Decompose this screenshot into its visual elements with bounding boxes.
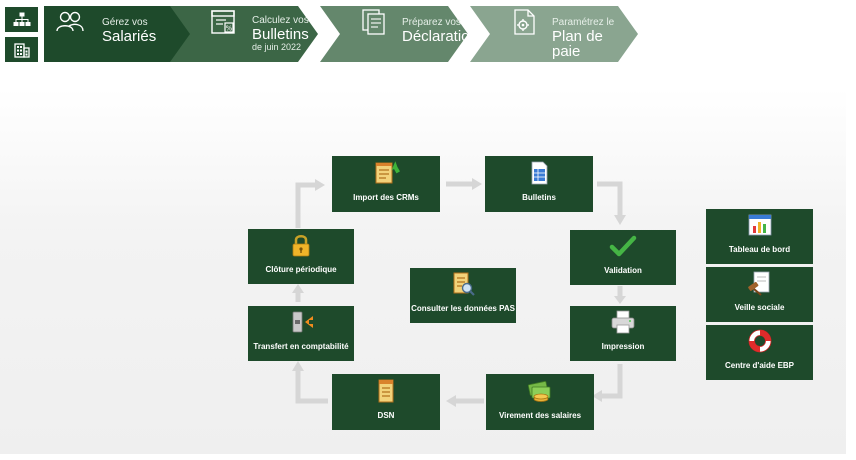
tile-label: Virement des salaires bbox=[498, 411, 582, 420]
step-salaries[interactable]: Gérez vos Salariés bbox=[44, 6, 194, 62]
tile-label: Veille sociale bbox=[734, 303, 785, 312]
virement-tile[interactable]: Virement des salaires bbox=[486, 374, 594, 430]
dsn-document-icon bbox=[378, 379, 394, 403]
tile-label: Import des CRMs bbox=[353, 193, 419, 202]
step-payroll-plan[interactable]: Paramétrez le Plan de paie bbox=[470, 6, 638, 62]
users-icon bbox=[56, 11, 84, 32]
organization-chart-icon bbox=[13, 12, 30, 26]
lifebuoy-icon bbox=[748, 329, 771, 353]
building-icon bbox=[13, 42, 30, 58]
bulletins-tile[interactable]: Bulletins bbox=[485, 156, 593, 212]
organization-chart-button[interactable] bbox=[5, 7, 38, 32]
bulletins-icon bbox=[531, 161, 548, 185]
tile-label: Consulter les données PAS bbox=[411, 304, 515, 313]
step-title: Déclarations bbox=[402, 28, 486, 45]
payroll-cycle-panel: Import des CRMs Bulletins Validation Imp… bbox=[0, 88, 846, 454]
veille-sociale-tile[interactable]: Veille sociale bbox=[706, 267, 813, 322]
step-small-text: Préparez vos bbox=[402, 17, 461, 28]
tableau-de-bord-tile[interactable]: Tableau de bord bbox=[706, 209, 813, 264]
declarations-icon bbox=[362, 9, 385, 35]
transfert-tile[interactable]: Transfert en comptabilité bbox=[248, 306, 354, 361]
dashboard-chart-icon bbox=[748, 214, 771, 236]
step-title: Plan de paie bbox=[552, 28, 603, 60]
tile-label: Bulletins bbox=[522, 193, 556, 202]
centre-aide-tile[interactable]: Centre d'aide EBP bbox=[706, 325, 813, 380]
step-small-text: Calculez vos bbox=[252, 15, 309, 26]
gavel-document-icon bbox=[747, 271, 769, 296]
tile-label: Tableau de bord bbox=[728, 245, 791, 254]
tile-label: Clôture périodique bbox=[265, 265, 337, 274]
step-title: Salariés bbox=[102, 28, 157, 45]
step-declarations[interactable]: Préparez vos Déclarations bbox=[320, 6, 485, 62]
tile-label: Transfert en comptabilité bbox=[253, 342, 349, 351]
breadcrumb: Gérez vos Salariés % Calculez vos Bullet… bbox=[44, 6, 644, 62]
checkmark-icon bbox=[609, 235, 637, 257]
tile-label: DSN bbox=[377, 411, 395, 420]
tile-label: Impression bbox=[601, 342, 645, 351]
impression-tile[interactable]: Impression bbox=[570, 306, 676, 361]
payslip-icon: % bbox=[211, 10, 235, 34]
settings-doc-icon bbox=[514, 9, 535, 35]
search-document-icon bbox=[453, 272, 475, 296]
cycle-arrows bbox=[292, 178, 626, 407]
step-bulletins[interactable]: % Calculez vos Bulletins de juin 2022 bbox=[170, 6, 320, 62]
step-small-text: Paramétrez le bbox=[552, 17, 615, 28]
step-small-text: Gérez vos bbox=[102, 17, 148, 28]
accounting-transfer-icon bbox=[292, 311, 313, 333]
consulter-pas-tile[interactable]: Consulter les données PAS bbox=[410, 268, 516, 323]
step-title: Bulletins bbox=[252, 26, 309, 43]
printer-icon bbox=[611, 310, 635, 334]
import-crm-icon bbox=[375, 161, 400, 184]
step-period: de juin 2022 bbox=[252, 42, 302, 52]
money-icon bbox=[527, 381, 551, 402]
tile-label: Centre d'aide EBP bbox=[724, 361, 795, 370]
padlock-icon bbox=[292, 235, 310, 257]
validation-tile[interactable]: Validation bbox=[570, 230, 676, 285]
svg-text:%: % bbox=[226, 25, 233, 33]
company-button[interactable] bbox=[5, 37, 38, 62]
import-crm-tile[interactable]: Import des CRMs bbox=[332, 156, 440, 212]
dsn-tile[interactable]: DSN bbox=[332, 374, 440, 430]
tile-label: Validation bbox=[604, 266, 642, 275]
cloture-tile[interactable]: Clôture périodique bbox=[248, 229, 354, 284]
